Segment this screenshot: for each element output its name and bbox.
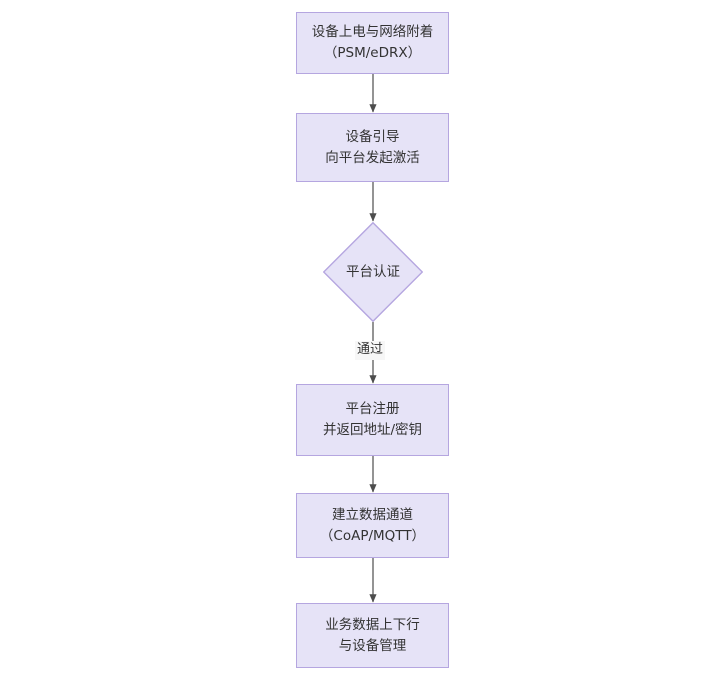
node-label-line: 设备引导 [345, 128, 400, 145]
node-label-line: 与设备管理 [338, 637, 407, 654]
diamond-shape-icon [323, 222, 423, 322]
node-label-line: 平台认证 [346, 263, 400, 280]
node-business-data: 业务数据上下行 与设备管理 [296, 603, 449, 668]
node-label-line: 业务数据上下行 [325, 616, 420, 633]
node-label-line: 平台注册 [345, 401, 400, 418]
node-label-line: 并返回地址/密钥 [322, 422, 423, 438]
node-device-bootstrap: 设备引导 向平台发起激活 [296, 113, 449, 182]
edge-label-pass: 通过 [355, 341, 386, 360]
node-label-line: （CoAP/MQTT） [319, 527, 426, 544]
node-platform-registration: 平台注册 并返回地址/密钥 [296, 384, 449, 456]
node-data-channel: 建立数据通道 （CoAP/MQTT） [296, 493, 449, 558]
node-label-line: 设备上电与网络附着 [311, 24, 434, 41]
node-platform-auth-decision: 平台认证 [323, 222, 423, 322]
node-label-line: 向平台发起激活 [325, 149, 420, 166]
node-label-line: （PSM/eDRX） [323, 45, 422, 61]
node-device-power-on: 设备上电与网络附着 （PSM/eDRX） [296, 12, 449, 74]
node-label-line: 建立数据通道 [332, 506, 413, 523]
